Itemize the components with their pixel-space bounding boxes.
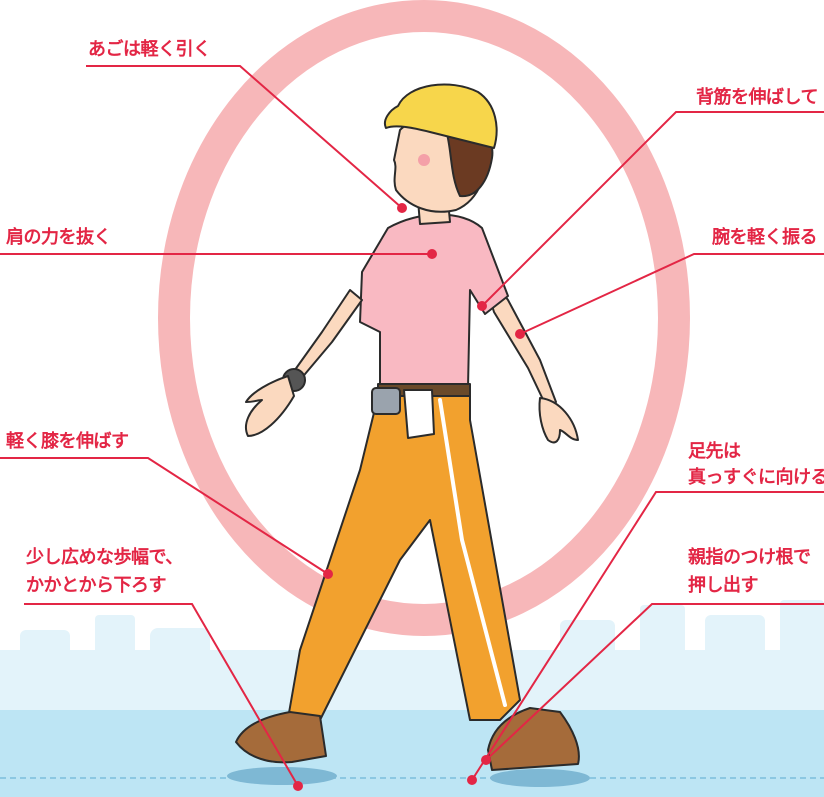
pedometer [372, 388, 400, 414]
label-arm: 腕を軽く振る [712, 226, 817, 250]
bigtoe-dot [481, 755, 491, 765]
shadow-front-foot [490, 769, 590, 787]
label-knee: 軽く膝を伸ばす [6, 430, 129, 454]
label-back: 背筋を伸ばして [696, 86, 818, 110]
label-toe-line1: 足先は [688, 440, 741, 464]
back-hand [539, 398, 578, 442]
front-arm [292, 290, 362, 380]
cheek [418, 154, 430, 166]
arm-dot [515, 329, 525, 339]
label-shoulder: 肩の力を抜く [6, 226, 111, 250]
towel [404, 390, 434, 438]
ground [0, 710, 824, 797]
toe-dot [467, 775, 477, 785]
label-bigtoe-line2: 押し出す [688, 574, 758, 598]
chin-dot [397, 203, 407, 213]
knee-dot [323, 569, 333, 579]
label-stride-line2: かかとから下ろす [26, 574, 166, 598]
label-stride-line1: 少し広めな歩幅で、 [26, 546, 183, 570]
label-bigtoe-line1: 親指のつけ根で [688, 546, 811, 570]
front-hand [246, 376, 294, 436]
label-toe-line2: 真っすぐに向ける [688, 466, 824, 490]
shoulder-dot [427, 249, 437, 259]
stride-dot [293, 781, 303, 791]
shadow-back-foot [227, 767, 337, 785]
back-dot [477, 301, 487, 311]
label-chin: あごは軽く引く [88, 38, 211, 62]
